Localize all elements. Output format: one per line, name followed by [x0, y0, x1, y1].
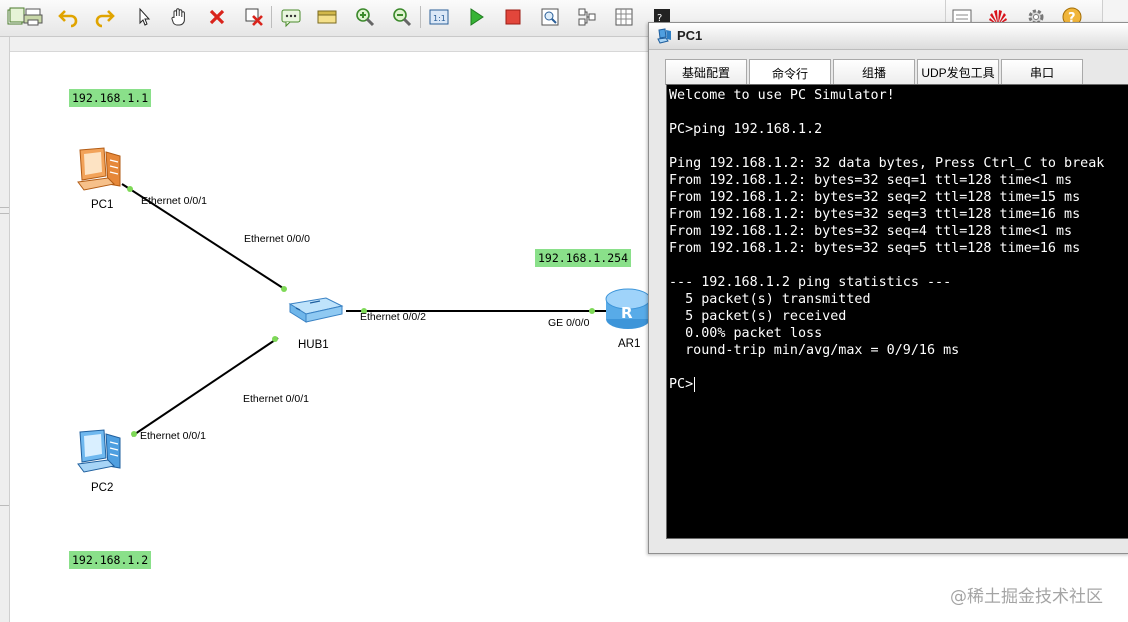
ip-label-pc1[interactable]: 192.168.1.1: [69, 89, 152, 107]
svg-text:1:1: 1:1: [433, 14, 446, 23]
pc1-label: PC1: [91, 199, 114, 211]
capture-data-icon[interactable]: [538, 5, 562, 29]
port-label-ar1: GE 0/0/0: [548, 317, 590, 329]
port-label-pc2: Ethernet 0/0/1: [140, 430, 206, 442]
pc1-window[interactable]: PC1 基础配置 命令行 组播 UDP发包工具 串口 Welcome to us…: [648, 22, 1128, 554]
terminal-line: From 192.168.1.2: bytes=32 seq=3 ttl=128…: [669, 207, 1081, 222]
terminal-line: 0.00% packet loss: [669, 326, 823, 341]
topology-canvas[interactable]: 192.168.1.1 192.168.1.254 192.168.1.2 PC…: [10, 52, 651, 622]
select-arrow-icon[interactable]: [132, 5, 156, 29]
hub-icon: [288, 297, 344, 323]
pc1-device[interactable]: [74, 146, 130, 196]
port-label-hub-e0: Ethernet 0/0/0: [244, 233, 310, 245]
print-icon[interactable]: [21, 5, 45, 29]
port-dot-hub-e0: [281, 286, 287, 292]
terminal-line: 5 packet(s) received: [669, 309, 847, 324]
tab-serial-port[interactable]: 串口: [1001, 59, 1083, 85]
terminal-line: From 192.168.1.2: bytes=32 seq=4 ttl=128…: [669, 224, 1073, 239]
terminal-line: PC>ping 192.168.1.2: [669, 122, 823, 137]
topology-tab-strip: [9, 37, 649, 52]
pc1-window-titlebar[interactable]: PC1: [649, 23, 1128, 50]
topology-view-icon[interactable]: [575, 5, 599, 29]
text-cursor: [694, 377, 696, 392]
terminal-line: From 192.168.1.2: bytes=32 seq=2 ttl=128…: [669, 190, 1081, 205]
command-line-terminal[interactable]: Welcome to use PC Simulator! PC>ping 192…: [666, 84, 1128, 539]
zoom-reset-icon[interactable]: [390, 5, 414, 29]
terminal-line: 5 packet(s) transmitted: [669, 292, 871, 307]
new-topology-icon[interactable]: [4, 5, 28, 29]
left-panel-edge: [0, 37, 10, 622]
link-hub-pc2[interactable]: [131, 337, 279, 437]
main-toolbar: 1:1 ? ?: [0, 0, 1128, 37]
terminal-output: Welcome to use PC Simulator! PC>ping 192…: [669, 87, 1104, 393]
terminal-prompt-line[interactable]: PC>: [669, 376, 1104, 393]
tab-command-line[interactable]: 命令行: [749, 59, 831, 86]
pc-blue-icon: [77, 429, 121, 473]
svg-text:?: ?: [1068, 11, 1076, 26]
pc2-device[interactable]: [74, 428, 130, 480]
svg-text:R: R: [621, 304, 633, 322]
router-icon: R: [605, 288, 651, 329]
hand-pan-icon[interactable]: [167, 5, 191, 29]
start-device-icon[interactable]: [464, 5, 488, 29]
port-dot-hub-e2: [361, 308, 367, 314]
add-text-icon[interactable]: [279, 5, 303, 29]
terminal-line: round-trip min/avg/max = 0/9/16 ms: [669, 343, 960, 358]
redo-icon[interactable]: [93, 5, 117, 29]
zoom-in-icon[interactable]: [353, 5, 377, 29]
port-dot-hub-e1: [272, 336, 278, 342]
pc-orange-icon: [77, 147, 121, 191]
port-dot-ar1: [589, 308, 595, 314]
ip-label-pc2[interactable]: 192.168.1.2: [69, 551, 152, 569]
watermark: @稀土掘金技术社区: [950, 587, 1103, 607]
terminal-line: Welcome to use PC Simulator!: [669, 88, 895, 103]
port-dot-pc1: [127, 186, 133, 192]
terminal-line: [669, 359, 1104, 376]
terminal-prompt: PC>: [669, 377, 694, 392]
console-1to1-icon[interactable]: 1:1: [427, 5, 451, 29]
terminal-line: From 192.168.1.2: bytes=32 seq=1 ttl=128…: [669, 173, 1073, 188]
svg-text:?: ?: [657, 13, 662, 24]
terminal-line: [669, 104, 1104, 121]
stop-device-icon[interactable]: [501, 5, 525, 29]
port-dot-pc2: [131, 431, 137, 437]
undo-icon[interactable]: [56, 5, 80, 29]
topology-links: [121, 183, 608, 437]
ar1-device[interactable]: R: [604, 285, 651, 333]
tab-multicast[interactable]: 组播: [833, 59, 915, 85]
grid-icon[interactable]: [612, 5, 636, 29]
terminal-line: [669, 257, 1104, 274]
port-label-hub-e1: Ethernet 0/0/1: [243, 393, 309, 405]
terminal-line: --- 192.168.1.2 ping statistics ---: [669, 275, 952, 290]
huawei-logo-icon[interactable]: [986, 5, 1010, 29]
ar1-label: AR1: [618, 338, 641, 350]
tab-basic-config[interactable]: 基础配置: [665, 59, 747, 85]
delete-all-links-icon[interactable]: [242, 5, 266, 29]
tab-udp-tool[interactable]: UDP发包工具: [917, 59, 999, 85]
link-pc1-hub[interactable]: [121, 183, 287, 291]
delete-icon[interactable]: [205, 5, 229, 29]
hub1-label: HUB1: [298, 339, 329, 351]
window-menu-icon[interactable]: [950, 5, 974, 29]
terminal-line: [669, 138, 1104, 155]
settings-gear-icon[interactable]: [1024, 5, 1048, 29]
terminal-line: From 192.168.1.2: bytes=32 seq=5 ttl=128…: [669, 241, 1081, 256]
ip-label-ar1[interactable]: 192.168.1.254: [535, 249, 632, 267]
palette-icon[interactable]: [315, 5, 339, 29]
cli-icon[interactable]: ?: [650, 5, 674, 29]
port-label-hub-e2: Ethernet 0/0/2: [360, 311, 426, 323]
pc-window-icon: [657, 28, 671, 44]
terminal-line: Ping 192.168.1.2: 32 data bytes, Press C…: [669, 156, 1105, 171]
pc2-label: PC2: [91, 482, 114, 494]
port-label-pc1: Ethernet 0/0/1: [141, 195, 207, 207]
pc1-window-title: PC1: [677, 28, 703, 43]
hub1-device[interactable]: [286, 294, 346, 326]
